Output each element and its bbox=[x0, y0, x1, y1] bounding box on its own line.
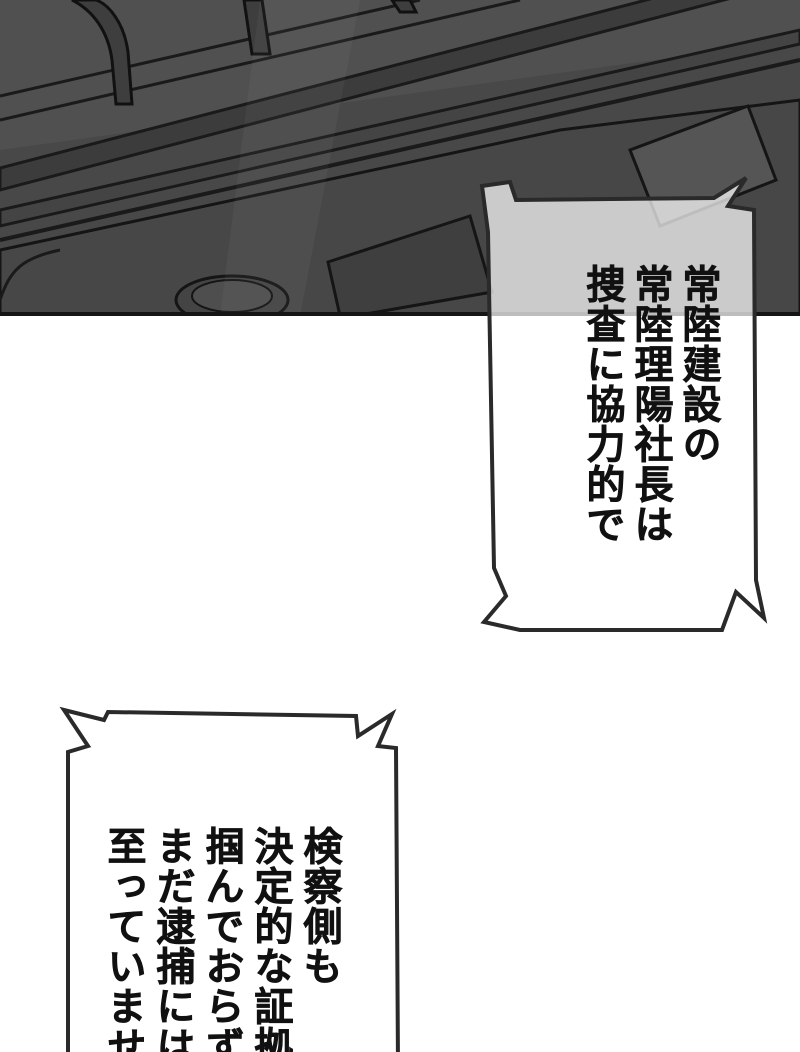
speech-bubble-1-text: 常陸建設の 常陸理陽社長は 捜査に協力的で bbox=[522, 264, 722, 564]
bubble-line: 常陸建設の bbox=[676, 264, 722, 465]
speech-bubble-2: 検察側も 決定的な証拠を 掴んでおらず まだ逮捕には 至っていません bbox=[59, 706, 410, 1052]
speech-bubble-2-shape bbox=[59, 706, 400, 1052]
bubble-line: 捜査に協力的で bbox=[580, 264, 626, 545]
bubble-line: 常陸理陽社長は bbox=[628, 264, 674, 545]
speech-bubble-2-text: 検察側も 決定的な証拠を 掴んでおらず まだ逮捕には 至っていません bbox=[101, 826, 344, 1052]
bubble-line: 掴んでおらず bbox=[199, 826, 245, 1052]
speech-bubble-1-shape bbox=[479, 176, 768, 632]
bubble-line: まだ逮捕には bbox=[150, 826, 196, 1052]
speech-bubble-1: 常陸建設の 常陸理陽社長は 捜査に協力的で bbox=[478, 176, 768, 632]
bubble-line: 決定的な証拠を bbox=[248, 826, 294, 1052]
bubble-line: 至っていません bbox=[101, 826, 147, 1052]
bubble-line: 検察側も bbox=[297, 826, 343, 987]
